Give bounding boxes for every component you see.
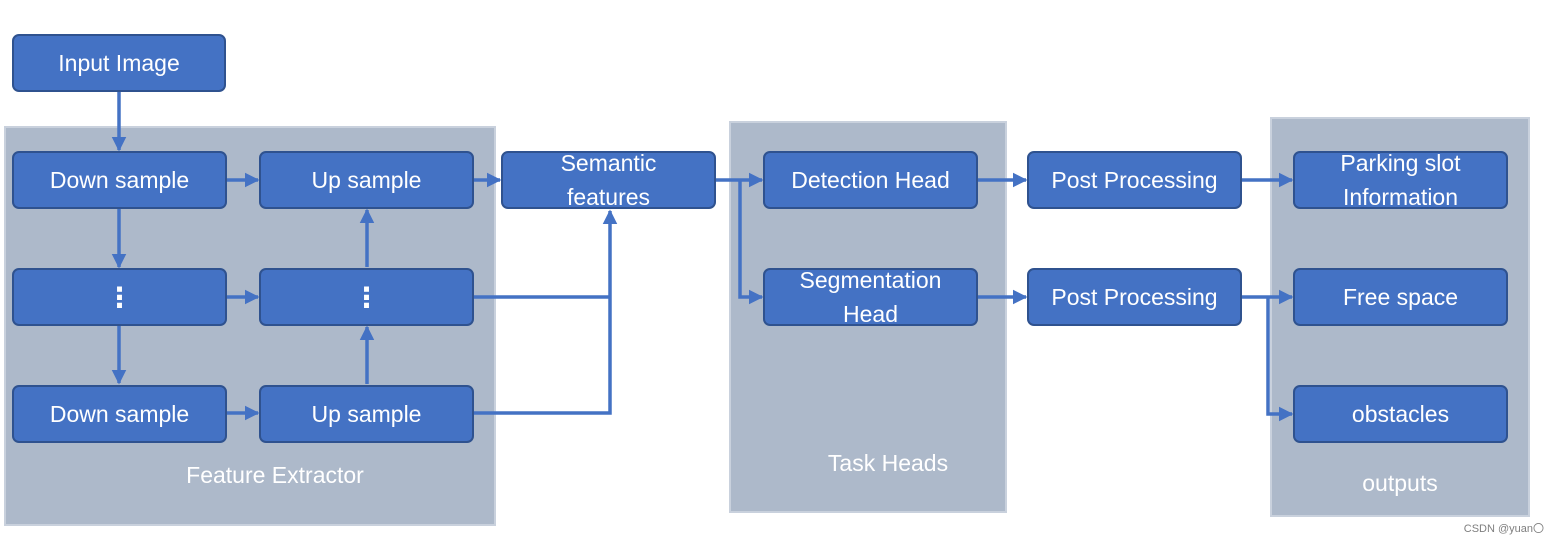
task-heads-label: Task Heads — [827, 450, 949, 476]
input-image-box: Input Image — [12, 34, 226, 92]
arrow-post-to-obstacles — [1266, 297, 1294, 422]
input-image-label: Input Image — [58, 50, 180, 76]
up-sample-top-label: Up sample — [311, 167, 422, 193]
semantic-features-label: Semantic features — [560, 150, 657, 210]
post-processing-bottom-box: Post Processing — [1027, 268, 1242, 326]
obstacles-box: obstacles — [1293, 385, 1508, 443]
post-processing-top-label: Post Processing — [1051, 167, 1218, 193]
obstacles-label: obstacles — [1351, 401, 1450, 427]
arrow-semantic-to-segmentation — [738, 180, 764, 305]
down-ellipsis-box: ⋮ — [12, 268, 227, 326]
down-ellipsis-icon: ⋮ — [105, 281, 134, 313]
post-processing-bottom-label: Post Processing — [1051, 284, 1218, 310]
up-sample-top-box: Up sample — [259, 151, 474, 209]
free-space-label: Free space — [1342, 284, 1459, 310]
outputs-label: outputs — [1362, 470, 1438, 496]
post-processing-top-box: Post Processing — [1027, 151, 1242, 209]
down-sample-top-label: Down sample — [49, 167, 190, 193]
up-sample-bottom-box: Up sample — [259, 385, 474, 443]
free-space-box: Free space — [1293, 268, 1508, 326]
segmentation-head-box: Segmentation Head — [763, 267, 978, 327]
parking-slot-box: Parking slot Information — [1293, 150, 1508, 210]
up-sample-bottom-label: Up sample — [311, 401, 422, 427]
feature-extractor-label: Feature Extractor — [186, 462, 364, 488]
arrow-bottom-to-semantic — [474, 209, 618, 415]
down-sample-bottom-box: Down sample — [12, 385, 227, 443]
detection-head-label: Detection Head — [791, 167, 950, 193]
watermark: CSDN @yuan〇 — [1463, 523, 1544, 535]
down-sample-bottom-label: Down sample — [49, 401, 190, 427]
semantic-features-box: Semantic features — [501, 150, 716, 210]
segmentation-head-label: Segmentation Head — [799, 267, 942, 327]
up-ellipsis-icon: ⋮ — [352, 281, 381, 313]
down-sample-top-box: Down sample — [12, 151, 227, 209]
detection-head-box: Detection Head — [763, 151, 978, 209]
parking-slot-label: Parking slot Information — [1340, 150, 1461, 210]
up-ellipsis-box: ⋮ — [259, 268, 474, 326]
